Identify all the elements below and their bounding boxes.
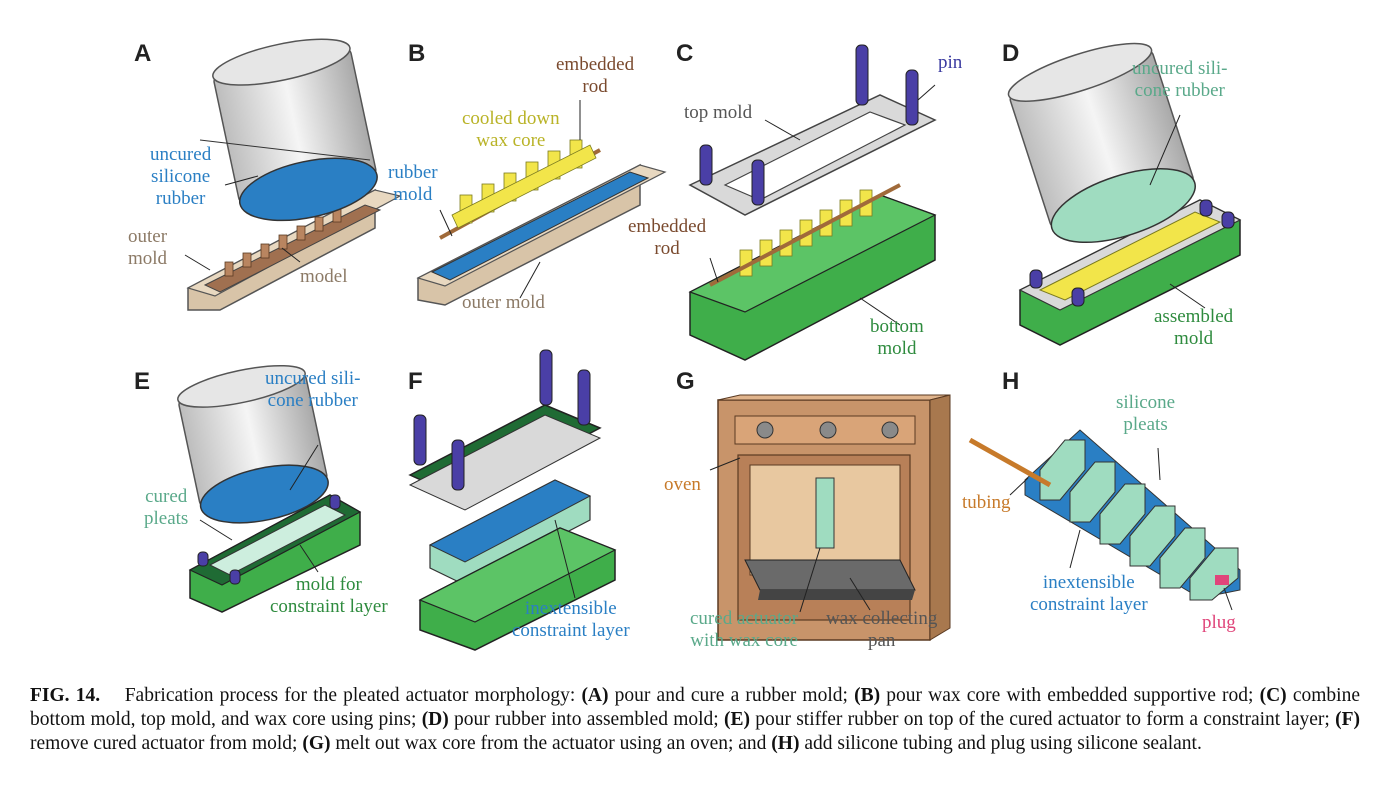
caption-key-h: (H) <box>771 733 800 754</box>
panel-b-drawing <box>416 139 667 306</box>
figure-caption: FIG. 14. Fabrication process for the ple… <box>30 684 1360 756</box>
caption-step-f: remove cured actuator from mold; <box>30 733 303 754</box>
panel-letter-f: F <box>408 368 423 395</box>
panel-letter-h: H <box>1002 368 1020 395</box>
caption-intro: Fabrication process for the pleated actu… <box>124 685 582 706</box>
caption-step-c: combine bottom mold, top mold, and wax c… <box>30 685 1360 730</box>
leader-lines <box>184 84 1233 613</box>
caption-key-e: (E) <box>723 709 750 730</box>
panel-letter-a: A <box>134 40 152 67</box>
panel-c-drawing <box>688 44 937 361</box>
caption-step-g: melt out wax core from the actuator usin… <box>330 733 772 754</box>
label-uncured-silicone-rubber-e: uncured sili-cone rubber <box>265 368 361 411</box>
caption-key-d: (D) <box>421 709 449 730</box>
caption-step-d: pour rubber into assembled mold; <box>448 709 724 730</box>
caption-key-b: (B) <box>854 685 881 706</box>
panel-a-drawing <box>186 38 402 311</box>
label-outer-mold-b: outer mold <box>462 292 545 313</box>
panel-letter-b: B <box>408 40 426 67</box>
label-top-mold: top mold <box>684 102 753 123</box>
caption-key-a: (A) <box>581 685 609 706</box>
panel-letter-g: G <box>676 368 695 395</box>
caption-key-c: (C) <box>1259 685 1287 706</box>
caption-step-e: pour stiffer rubber on top of the cured … <box>749 709 1336 730</box>
panel-letter-c: C <box>676 40 694 67</box>
caption-step-b: pour wax core with embedded supportive r… <box>880 685 1260 706</box>
label-model: model <box>300 266 348 287</box>
figure-number: FIG. 14. <box>30 685 101 706</box>
label-uncured-silicone-rubber-d: uncured sili-cone rubber <box>1132 58 1228 101</box>
panel-d-drawing <box>1007 42 1242 346</box>
label-tubing: tubing <box>962 492 1011 513</box>
caption-step-a: pour and cure a rubber mold; <box>608 685 855 706</box>
caption-key-g: (G) <box>302 733 331 754</box>
panel-h-drawing <box>968 429 1241 601</box>
label-plug: plug <box>1202 612 1236 633</box>
caption-step-h: add silicone tubing and plug using silic… <box>799 733 1202 754</box>
panel-f-drawing <box>408 349 617 651</box>
label-pin: pin <box>938 52 963 73</box>
caption-key-f: (F) <box>1335 709 1360 730</box>
fabrication-illustration <box>177 38 1242 651</box>
panel-letter-e: E <box>134 368 151 395</box>
label-oven: oven <box>664 474 701 495</box>
panel-g-drawing <box>717 394 951 641</box>
panel-e-drawing <box>177 364 362 613</box>
panel-letter-d: D <box>1002 40 1020 67</box>
